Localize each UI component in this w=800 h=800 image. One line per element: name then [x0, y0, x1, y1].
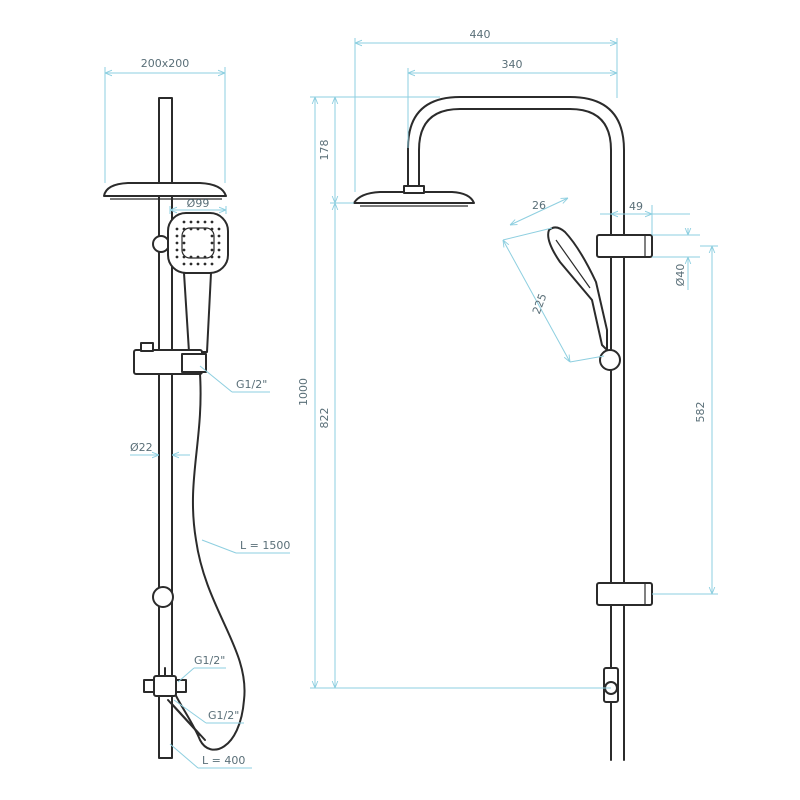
nozzle-dot	[175, 255, 179, 259]
front-valve-body	[153, 675, 177, 697]
nozzle-dot	[203, 227, 207, 231]
nozzle-dot	[182, 220, 186, 224]
front-view: 200x200 Ø99 G1/2" Ø22 L = 1500 G1/2" G1/…	[103, 57, 290, 769]
nozzle-dot	[217, 255, 221, 259]
nozzle-dot	[189, 255, 193, 259]
dim-thread-handshower: G1/2"	[236, 378, 267, 391]
nozzle-dot	[217, 227, 221, 231]
dim-head-reach: 340	[502, 58, 523, 71]
dim-head-size: 200x200	[141, 57, 190, 70]
nozzle-dot	[175, 227, 179, 231]
nozzle-dot	[203, 262, 207, 266]
nozzle-dot	[182, 262, 186, 266]
nozzle-dot	[196, 262, 200, 266]
dim-arm-drop: 178	[318, 140, 331, 161]
nozzle-dot	[182, 241, 186, 245]
nozzle-dot	[189, 262, 193, 266]
nozzle-dot	[217, 234, 221, 238]
nozzle-dot	[196, 220, 200, 224]
dim-handshower-width: 26	[532, 199, 546, 212]
nozzle-dot	[210, 234, 214, 238]
side-view: 440 340 1000 178 822 26 225 49	[297, 28, 718, 761]
nozzle-dot	[210, 255, 214, 259]
nozzle-dot	[196, 255, 200, 259]
nozzle-dot	[196, 227, 200, 231]
dim-total-height: 1000	[297, 378, 310, 406]
nozzle-dot	[210, 248, 214, 252]
dim-holder-spacing: 582	[694, 402, 707, 423]
dim-arm-reach: 440	[470, 28, 491, 41]
side-knob	[599, 349, 621, 371]
dim-holder-diameter: Ø40	[674, 264, 687, 287]
nozzle-dot	[210, 262, 214, 266]
front-hand-shower-handle	[183, 272, 212, 353]
nozzle-dot	[182, 248, 186, 252]
nozzle-dot	[203, 255, 207, 259]
dim-hose-length: L = 1500	[240, 539, 290, 552]
nozzle-dot	[175, 234, 179, 238]
nozzle-dot	[175, 248, 179, 252]
dim-rail-diameter: Ø22	[130, 441, 153, 454]
nozzle-dot	[182, 255, 186, 259]
side-upper-holder	[596, 234, 653, 258]
nozzle-dot	[189, 220, 193, 224]
hand-shower-nozzles	[175, 220, 221, 266]
front-shower-head	[103, 182, 227, 197]
front-hose	[171, 373, 246, 751]
nozzle-dot	[203, 220, 207, 224]
side-shower-arm	[407, 96, 625, 761]
nozzle-dot	[210, 227, 214, 231]
side-shower-head	[353, 191, 475, 204]
dim-thread-bottom: G1/2"	[208, 709, 239, 722]
nozzle-dot	[217, 241, 221, 245]
dim-hand-shower-diameter: Ø99	[187, 197, 210, 210]
dim-thread-top: G1/2"	[194, 654, 225, 667]
nozzle-dot	[217, 248, 221, 252]
nozzle-dot	[175, 241, 179, 245]
front-diverter-knob	[152, 235, 170, 253]
nozzle-dot	[210, 220, 214, 224]
nozzle-dot	[182, 227, 186, 231]
nozzle-dot	[189, 227, 193, 231]
dim-rail-height: 822	[318, 408, 331, 429]
nozzle-dot	[210, 241, 214, 245]
nozzle-dot	[182, 234, 186, 238]
dim-holder-depth: 49	[629, 200, 643, 213]
front-lower-knob	[152, 586, 174, 608]
dim-lower-hose-length: L = 400	[202, 754, 245, 767]
side-lower-holder	[596, 582, 653, 606]
